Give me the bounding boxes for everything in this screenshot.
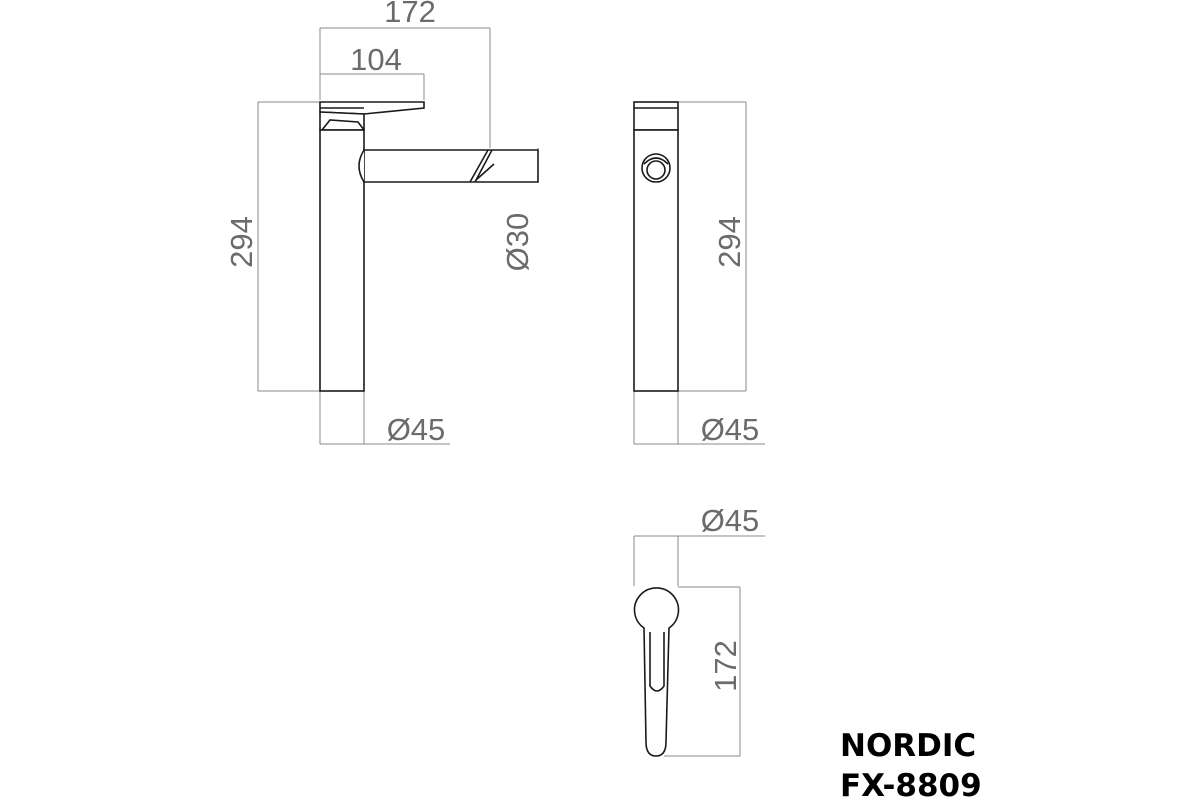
side-height-label: 294 — [712, 216, 747, 268]
side-height-dimension: 294 — [678, 101, 747, 392]
top-lever-label: 172 — [708, 640, 743, 692]
top-lever-dimension: 172 — [664, 586, 743, 757]
front-lever-dimension: 104 — [320, 42, 425, 100]
front-width-label: 172 — [384, 0, 436, 29]
front-height-label: 294 — [224, 216, 259, 268]
faucet-front-outline — [319, 101, 539, 392]
front-base-label: Ø45 — [387, 412, 446, 447]
faucet-side-outline — [633, 101, 679, 392]
spout-end-icon — [641, 153, 671, 183]
front-width-dimension: 172 — [319, 0, 491, 148]
top-diameter-dimension: Ø45 — [633, 503, 765, 586]
front-base-dimension: Ø45 — [319, 391, 450, 447]
side-view: 294 Ø45 — [633, 101, 765, 447]
product-series: NORDIC — [840, 728, 976, 764]
front-view: 172 104 294 Ø30 Ø45 — [224, 0, 539, 447]
top-view: Ø45 172 — [633, 503, 765, 757]
product-label: NORDIC FX-8809 — [840, 728, 982, 800]
side-base-label: Ø45 — [701, 412, 760, 447]
lever-top-outline — [633, 587, 680, 757]
side-base-dimension: Ø45 — [633, 391, 765, 447]
product-model: FX-8809 — [840, 768, 982, 800]
top-diameter-label: Ø45 — [701, 503, 760, 538]
front-lever-label: 104 — [350, 42, 402, 77]
front-height-dimension: 294 — [224, 101, 320, 392]
spout-diameter-label: Ø30 — [500, 213, 535, 272]
